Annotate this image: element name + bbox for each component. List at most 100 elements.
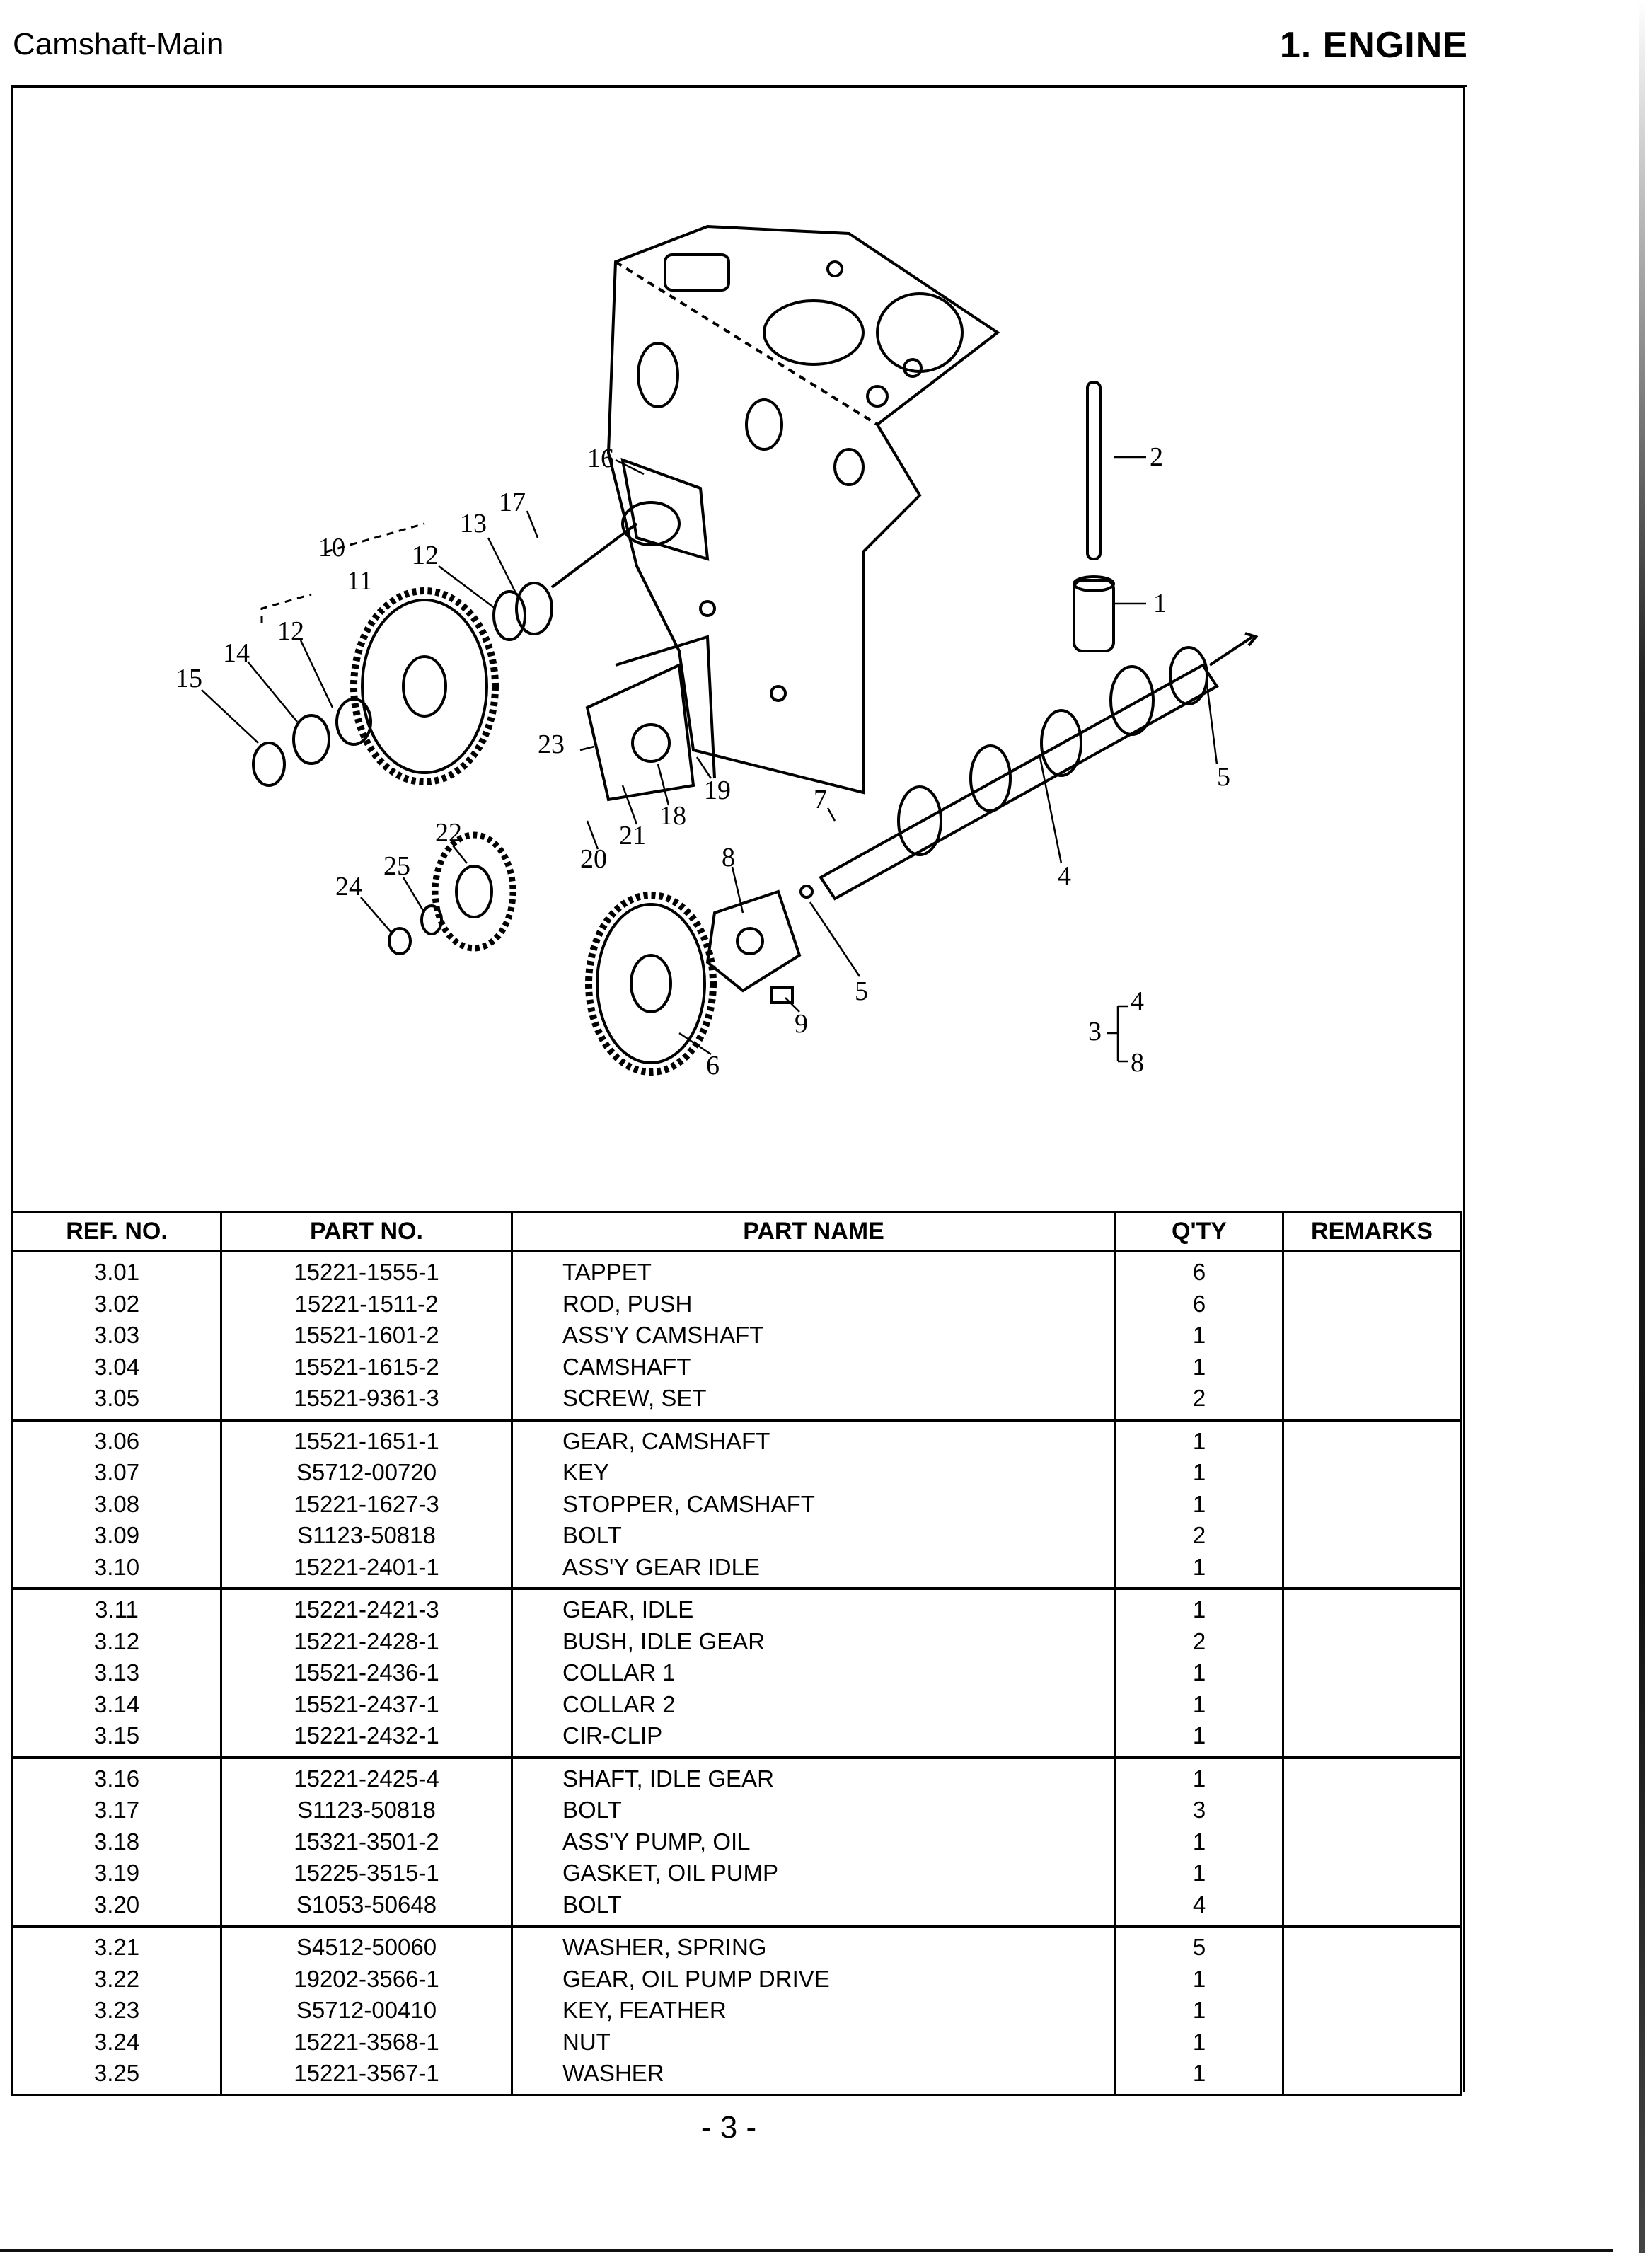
ref-no-cell: 3.08 [11, 1488, 222, 1520]
remarks-cell [1282, 1657, 1462, 1689]
ref-no-cell: 3.20 [11, 1889, 222, 1926]
part-name-cell: GEAR, IDLE [511, 1587, 1116, 1626]
part-no-cell: S5712-00720 [220, 1457, 513, 1489]
scan-edge [1639, 0, 1645, 2253]
part-name-cell: TAPPET [511, 1250, 1116, 1289]
part-name-cell: COLLAR 1 [511, 1657, 1116, 1689]
page-number: - 3 - [700, 2110, 757, 2145]
qty-cell: 1 [1114, 1826, 1284, 1857]
parts-table: REF. NO. PART NO. PART NAME Q'TY REMARKS… [11, 1211, 1462, 2096]
callout-17: 17 [499, 488, 526, 517]
part-no-cell: 15221-3567-1 [220, 2058, 513, 2096]
qty-cell: 1 [1114, 1720, 1284, 1758]
part-name-cell: KEY [511, 1457, 1116, 1489]
part-name-cell: SCREW, SET [511, 1383, 1116, 1420]
callout-6: 6 [706, 1051, 720, 1081]
remarks-cell [1282, 1720, 1462, 1758]
callout-23: 23 [538, 730, 565, 759]
part-name-cell: GASKET, OIL PUMP [511, 1857, 1116, 1889]
qty-cell: 1 [1114, 1418, 1284, 1457]
col-header-part-no: PART NO. [220, 1211, 513, 1252]
part-no-cell: 15521-1615-2 [220, 1351, 513, 1383]
part-no-cell: S4512-50060 [220, 1925, 513, 1964]
part-name-cell: ASS'Y PUMP, OIL [511, 1826, 1116, 1857]
callout-7: 7 [814, 785, 827, 814]
callout-24: 24 [335, 872, 362, 901]
qty-cell: 1 [1114, 1320, 1284, 1352]
part-no-cell: 15221-2421-3 [220, 1587, 513, 1626]
remarks-cell [1282, 1418, 1462, 1457]
qty-cell: 1 [1114, 1688, 1284, 1720]
col-header-remarks: REMARKS [1282, 1211, 1462, 1252]
remarks-cell [1282, 1351, 1462, 1383]
qty-cell: 4 [1114, 1889, 1284, 1926]
part-no-cell: 15521-9361-3 [220, 1383, 513, 1420]
part-name-cell: BOLT [511, 1889, 1116, 1926]
qty-cell: 1 [1114, 1857, 1284, 1889]
part-name-cell: WASHER [511, 2058, 1116, 2096]
callout-18: 18 [659, 801, 686, 831]
part-no-cell: 15221-1627-3 [220, 1488, 513, 1520]
remarks-cell [1282, 1587, 1462, 1626]
part-name-cell: GEAR, CAMSHAFT [511, 1418, 1116, 1457]
qty-cell: 1 [1114, 1587, 1284, 1626]
engine-block-drawing [606, 224, 1000, 795]
part-name-cell: COLLAR 2 [511, 1688, 1116, 1720]
ref-no-cell: 3.16 [11, 1756, 222, 1794]
ref-no-cell: 3.12 [11, 1625, 222, 1657]
camshaft-drawing [819, 632, 1259, 901]
part-no-cell: 19202-3566-1 [220, 1963, 513, 1995]
part-no-cell: 15521-2436-1 [220, 1657, 513, 1689]
callout-3-sub-4: 4 [1131, 986, 1144, 1016]
bottom-rule [0, 2249, 1613, 2252]
oil-pump-drawing [388, 635, 716, 955]
part-name-cell: ASS'Y CAMSHAFT [511, 1320, 1116, 1352]
part-name-cell: ROD, PUSH [511, 1288, 1116, 1320]
ref-no-cell: 3.09 [11, 1520, 222, 1552]
idle-gear-drawing [252, 457, 710, 787]
callout-3: 3 [1088, 1017, 1102, 1047]
camshaft-gear-drawing [585, 885, 814, 1076]
callout-13: 13 [460, 509, 487, 538]
ref-no-cell: 3.22 [11, 1963, 222, 1995]
ref-no-cell: 3.23 [11, 1995, 222, 2027]
qty-cell: 1 [1114, 1657, 1284, 1689]
part-no-cell: 15221-2401-1 [220, 1551, 513, 1589]
callout-8: 8 [722, 843, 735, 872]
part-name-cell: KEY, FEATHER [511, 1995, 1116, 2027]
section-title: Camshaft-Main [13, 27, 224, 62]
remarks-cell [1282, 1889, 1462, 1926]
qty-cell: 6 [1114, 1288, 1284, 1320]
part-name-cell: GEAR, OIL PUMP DRIVE [511, 1963, 1116, 1995]
qty-cell: 1 [1114, 1963, 1284, 1995]
qty-cell: 6 [1114, 1250, 1284, 1289]
qty-cell: 1 [1114, 1351, 1284, 1383]
callout-3-sub-8: 8 [1131, 1048, 1144, 1078]
remarks-cell [1282, 1794, 1462, 1826]
callout-9: 9 [795, 1009, 808, 1039]
push-rod-and-tappet-drawing [1073, 381, 1115, 652]
remarks-cell [1282, 1756, 1462, 1794]
part-no-cell: 15321-3501-2 [220, 1826, 513, 1857]
callout-5: 5 [1217, 762, 1230, 792]
table-header-row: REF. NO. PART NO. PART NAME Q'TY REMARKS [11, 1211, 1462, 1252]
qty-cell: 5 [1114, 1925, 1284, 1964]
remarks-cell [1282, 1457, 1462, 1489]
remarks-cell [1282, 1925, 1462, 1964]
qty-cell: 3 [1114, 1794, 1284, 1826]
part-no-cell: S1053-50648 [220, 1889, 513, 1926]
callout-16: 16 [587, 444, 614, 473]
remarks-cell [1282, 1688, 1462, 1720]
